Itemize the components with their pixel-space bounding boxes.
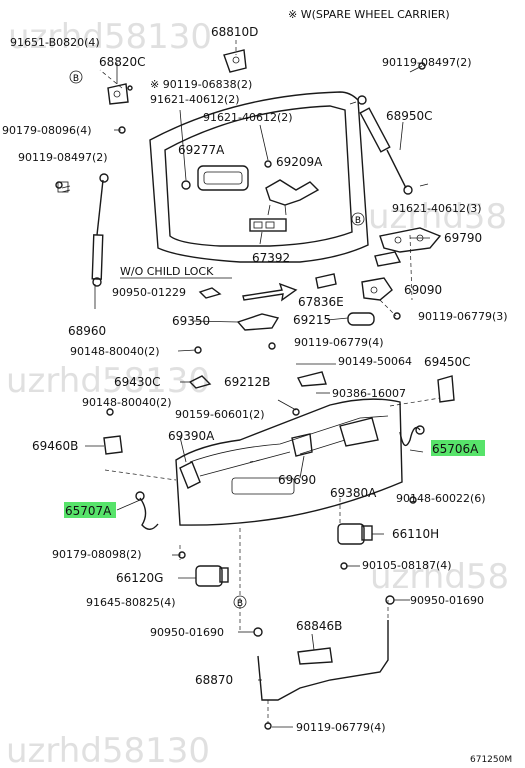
part-label: 69450C (424, 355, 471, 369)
bracket-67836E (315, 273, 393, 301)
part-label: 68846B (296, 619, 342, 633)
bolt-icon (127, 85, 133, 91)
motor-66110H (337, 523, 373, 545)
gas-strut-left (57, 173, 109, 287)
part-label: 90950-01690 (150, 626, 224, 639)
clip-90950-01229 (198, 287, 222, 299)
watermark: uzrhd58 (370, 557, 509, 597)
part-label: W/O CHILD LOCK (120, 265, 214, 278)
part-label: 90119-08497(2) (382, 56, 472, 69)
bracket-68846B (297, 647, 333, 665)
watermark: uzrhd58130 (6, 361, 210, 401)
watermark: uzrhd58130 (6, 731, 210, 768)
cable-65707A (139, 497, 159, 530)
part-label: 69390A (168, 429, 215, 443)
part-label: 69090 (404, 283, 442, 297)
catalog-code: 671250M (470, 755, 512, 765)
part-label: ※ 90119-06838(2) (150, 78, 252, 91)
part-label: 90149-50064 (338, 355, 412, 368)
part-label: 68810D (211, 25, 258, 39)
header-note: ※ W(SPARE WHEEL CARRIER) (288, 8, 450, 21)
part-label: 90179-08098(2) (52, 548, 142, 561)
motor-66120G (195, 565, 229, 587)
part-label: 69690 (278, 473, 316, 487)
part-label: 91621-40612(2) (203, 111, 293, 124)
cable-end-icon (415, 425, 425, 435)
part-label: 90159-60601(2) (175, 408, 265, 421)
callout-b-label: B (237, 599, 243, 609)
part-label: 90950-01690 (410, 594, 484, 607)
part-label: 90386-16007 (332, 387, 406, 400)
part-label: 90119-06779(4) (296, 721, 386, 734)
hinge-68810D (223, 49, 247, 73)
part-label: 69430C (114, 375, 161, 389)
part-label: 69790 (444, 231, 482, 245)
gas-strut-right (349, 95, 429, 195)
part-label: 68960 (68, 324, 106, 338)
rod-68870 (257, 620, 389, 701)
part-label: 69460B (32, 439, 78, 453)
watermark: uzrhd58 (368, 197, 507, 237)
part-label: 68870 (195, 673, 233, 687)
part-label: 91621-40612(2) (150, 93, 240, 106)
part-label: 68820C (99, 55, 146, 69)
part-label: 90148-80040(2) (70, 345, 160, 358)
part-label: 90950-01229 (112, 286, 186, 299)
part-label: 90105-08187(4) (362, 559, 452, 572)
highlight-65706A (431, 440, 485, 456)
part-label: 66110H (392, 527, 439, 541)
part-label: 90179-08096(4) (2, 124, 92, 137)
part-69215 (347, 312, 375, 326)
part-label: 68950C (386, 109, 433, 123)
part-label: 90148-80040(2) (82, 396, 172, 409)
part-69212B (296, 371, 327, 387)
part-69450C (437, 375, 455, 403)
part-label: 69209A (276, 155, 323, 169)
part-69460B (103, 435, 123, 455)
part-label: 67836E (298, 295, 344, 309)
part-label: 91645-80825(4) (86, 596, 176, 609)
part-label: 91651-B0820(4) (10, 36, 100, 49)
arrow-icon (242, 282, 298, 302)
callout-b-label: B (73, 74, 79, 84)
label-leaders (85, 63, 430, 728)
part-label: 90119-06779(4) (294, 336, 384, 349)
part-label: 65706A (432, 442, 479, 456)
part-label: 69215 (293, 313, 331, 327)
cable-65706A (399, 426, 421, 447)
part-label: 66120G (116, 571, 163, 585)
callout-b-label: B (355, 216, 361, 226)
leader-lines (99, 40, 441, 724)
part-label: 90119-08497(2) (18, 151, 108, 164)
part-label: 69380A (330, 486, 377, 500)
part-label: 90148-60022(6) (396, 492, 486, 505)
callout-b-icon (351, 212, 365, 226)
part-label: 67392 (252, 251, 290, 265)
part-label: 69212B (224, 375, 270, 389)
callout-b-icon (233, 595, 247, 609)
part-label: 90119-06779(3) (418, 310, 508, 323)
part-label: 69277A (178, 143, 225, 157)
highlight-65707A (64, 502, 116, 518)
part-69350 (236, 313, 280, 331)
watermark: uzrhd58130 (8, 17, 212, 57)
part-label: 69350 (172, 314, 210, 328)
part-label: 65707A (65, 504, 112, 518)
callout-b-group: B B B (69, 70, 365, 609)
back-door-lower (175, 398, 403, 526)
part-69430C (188, 375, 212, 389)
part-label: 91621-40612(3) (392, 202, 482, 215)
callout-b-icon (69, 70, 83, 84)
hinge-68820C (107, 83, 129, 105)
part-labels: 91651-B0820(4) 68810D 68820C ※ 90119-068… (2, 25, 508, 734)
watermark-layer: uzrhd58130 uzrhd58130 uzrhd58130 uzrhd58… (6, 17, 509, 768)
